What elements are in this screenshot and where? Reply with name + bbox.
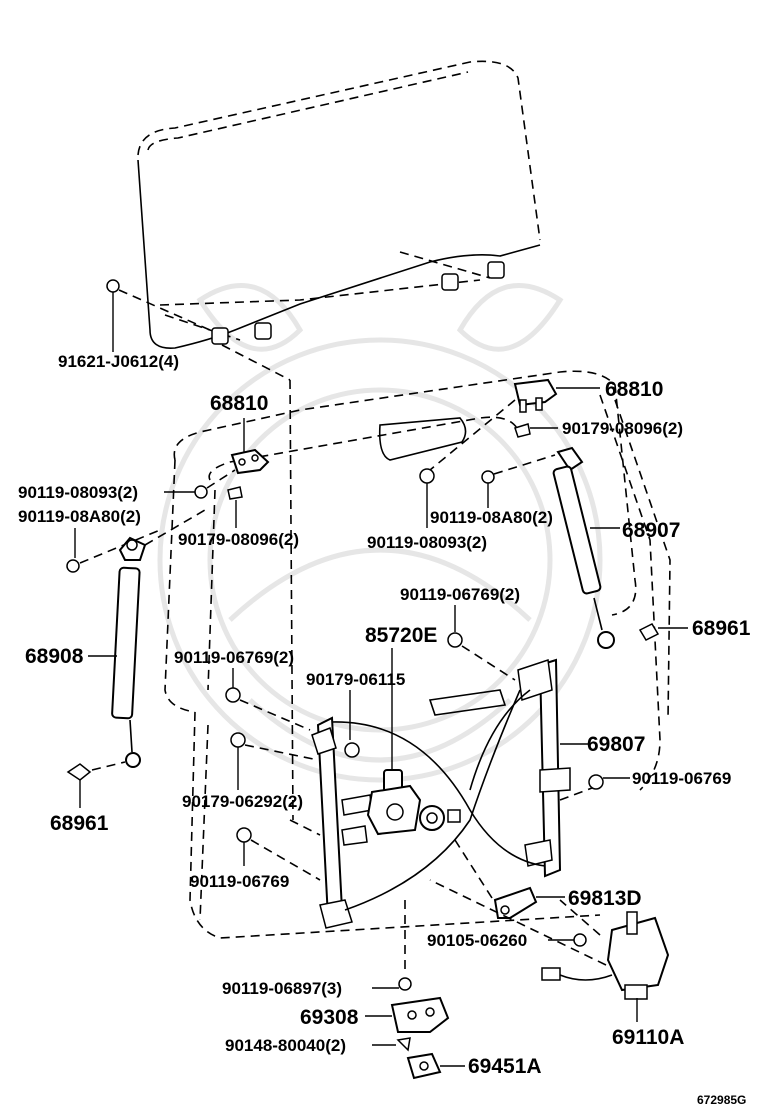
bolt-90119-08093-right xyxy=(419,468,435,528)
hinge-68810-left xyxy=(230,418,270,475)
screw-90148-80040 xyxy=(372,1037,411,1052)
callout-69451A: 69451A xyxy=(468,1055,542,1078)
bolt-90119-06769-single-right xyxy=(588,774,630,790)
callout-68961-right: 68961 xyxy=(692,617,751,640)
callout-68961-left: 68961 xyxy=(50,812,109,835)
callout-90119-06897: 90119-06897(3) xyxy=(222,979,342,998)
bolt-90119-06769-top xyxy=(447,605,516,681)
nut-90179-08096-right xyxy=(514,423,558,438)
bolt-90119-08093-left xyxy=(164,469,236,499)
callout-90179-08096-right: 90179-08096(2) xyxy=(562,419,683,438)
glass-bracket-1 xyxy=(211,261,505,345)
watermark-emblem xyxy=(157,283,603,783)
callout-69807: 69807 xyxy=(587,733,645,756)
callout-90119-08A80-right: 90119-08A80(2) xyxy=(430,508,553,527)
callout-69110A: 69110A xyxy=(612,1026,684,1049)
callout-90179-06115: 90179-06115 xyxy=(306,670,405,689)
lock-cover-69308 xyxy=(365,996,450,1033)
callout-90119-08A80-left: 90119-08A80(2) xyxy=(18,507,141,526)
lock-actuator-69110A xyxy=(429,879,670,1022)
callout-90119-06769-top: 90119-06769(2) xyxy=(400,585,520,604)
nut-90179-08096-left xyxy=(227,486,243,528)
bolt-90119-08A80-left xyxy=(66,528,161,573)
callout-90179-08096-left: 90179-08096(2) xyxy=(178,530,299,549)
callout-85720E: 85720E xyxy=(365,624,437,647)
gas-strut-68908 xyxy=(88,509,206,768)
bolt-90119-06769-left xyxy=(225,668,311,731)
nut-90179-06115 xyxy=(344,690,360,758)
callout-69308: 69308 xyxy=(300,1006,359,1029)
callout-90179-06292: 90179-06292(2) xyxy=(182,792,303,811)
callout-69813D: 69813D xyxy=(568,887,642,910)
ball-stud-68961-left xyxy=(66,761,126,808)
regulator-motor-85720E xyxy=(366,769,461,836)
back-door-panel xyxy=(164,370,671,939)
callout-68908: 68908 xyxy=(25,645,84,668)
callout-90148-80040: 90148-80040(2) xyxy=(225,1036,346,1055)
bracket-69813D xyxy=(454,839,565,919)
nut-90179-06292 xyxy=(230,732,319,790)
gas-strut-68907 xyxy=(552,446,620,649)
bolt-90105-06260 xyxy=(548,933,587,947)
callout-68810-left: 68810 xyxy=(210,392,268,415)
callout-90119-06769-left: 90119-06769(2) xyxy=(174,648,294,667)
callout-90119-06769-single-left: 90119-06769 xyxy=(190,872,289,891)
callout-90119-08093-right: 90119-08093(2) xyxy=(367,533,487,552)
window-regulator-69807 xyxy=(311,658,601,929)
bolt-90119-06769-single-left xyxy=(236,827,321,881)
cylinder-69451A xyxy=(406,1052,465,1080)
hinge-68810-right xyxy=(429,378,600,471)
ball-stud-68961-right xyxy=(638,623,688,641)
bolt-91621 xyxy=(106,279,211,352)
callout-90105-06260: 90105-06260 xyxy=(427,931,527,950)
back-glass xyxy=(137,60,541,381)
callout-68907: 68907 xyxy=(622,519,680,542)
bolt-90119-08A80-right xyxy=(481,454,556,508)
callout-90119-06769-single-right: 90119-06769 xyxy=(632,769,731,788)
figure-code: 672985G xyxy=(697,1093,746,1107)
bolt-90119-06897 xyxy=(372,900,412,991)
callout-68810-right: 68810 xyxy=(605,378,663,401)
callout-90119-08093-left: 90119-08093(2) xyxy=(18,483,138,502)
callout-91621-J0612: 91621-J0612(4) xyxy=(58,352,179,371)
